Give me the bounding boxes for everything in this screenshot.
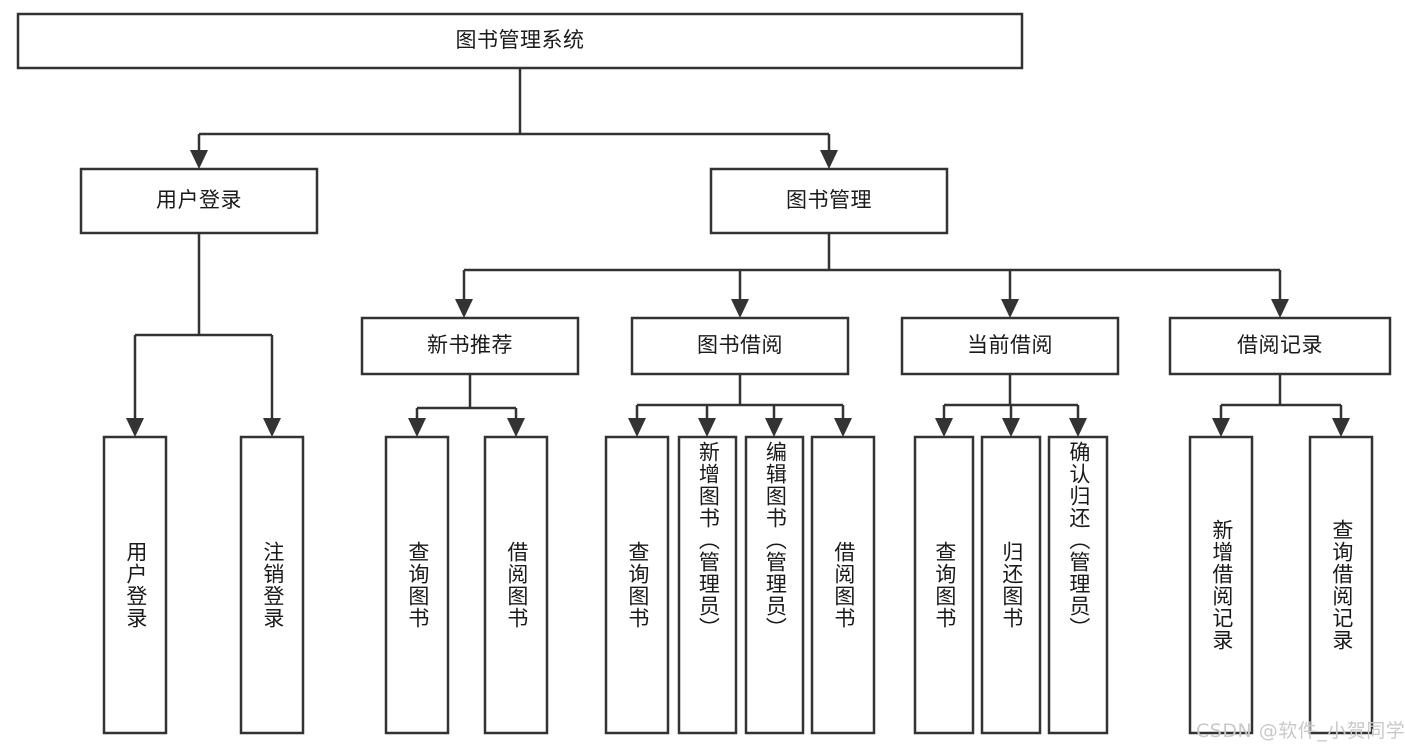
leaf-box-return-book[interactable] (980, 435, 1042, 735)
connector-book-management-to-level3 (455, 233, 1289, 318)
leaf-label-user-login: 用户登录 (123, 541, 148, 629)
arrow-head-icon (935, 418, 953, 437)
leaf-label-add-borrow-record: 新增借阅记录 (1209, 519, 1234, 651)
leaf-box-query-borrow-record[interactable] (1308, 435, 1374, 735)
arrow-head-icon (455, 299, 473, 318)
arrow-head-icon (698, 418, 716, 437)
arrow-head-icon (190, 150, 208, 169)
arrow-head-icon (1212, 418, 1230, 437)
connector-root-to-level2 (190, 68, 838, 169)
leaf-box-query-book-borrow[interactable] (604, 435, 670, 735)
leaf-box-borrow-book[interactable] (810, 435, 876, 735)
node-box-title[interactable] (16, 12, 1024, 70)
leaf-label-return-book: 归还图书 (999, 541, 1024, 629)
leaf-label-query-book-rec: 查询图书 (405, 541, 430, 629)
arrow-head-icon (1002, 418, 1020, 437)
arrow-head-icon (834, 418, 852, 437)
leaf-box-query-book-rec[interactable] (384, 435, 450, 735)
arrow-head-icon (731, 299, 749, 318)
leaf-label-query-book-current: 查询图书 (932, 541, 957, 629)
leaf-box-borrow-book-rec[interactable] (483, 435, 549, 735)
node-box-new-book-recommend[interactable] (360, 316, 580, 376)
leaf-box-query-book-current[interactable] (913, 435, 975, 735)
leaf-label-query-borrow-record: 查询借阅记录 (1329, 519, 1354, 651)
node-label-new-book-recommend: 新书推荐 (427, 333, 513, 358)
leaf-label-borrow-book: 借阅图书 (831, 541, 856, 629)
arrow-head-icon (1332, 418, 1350, 437)
leaf-box-add-book-admin[interactable] (677, 435, 738, 735)
connector-book-borrow-to-leaves (628, 374, 852, 437)
watermark-text: CSDN @软件_小贺同学 (1196, 720, 1405, 742)
node-label-user-login: 用户登录 (156, 188, 242, 213)
leaf-label-confirm-return-admin: 确认归还（管理员） (1066, 441, 1091, 639)
leaf-label-edit-book-admin: 编辑图书（管理员） (763, 441, 788, 639)
arrow-head-icon (628, 418, 646, 437)
leaf-label-borrow-book-rec: 借阅图书 (504, 541, 529, 629)
arrow-head-icon (263, 418, 281, 437)
node-label-book-borrow: 图书借阅 (697, 333, 783, 358)
connector-user-login-to-leaves (126, 233, 281, 437)
leaf-box-add-borrow-record[interactable] (1188, 435, 1254, 735)
leaf-label-add-book-admin: 新增图书（管理员） (696, 441, 721, 639)
connector-current-borrow-to-leaves (935, 374, 1087, 437)
connector-borrow-record-to-leaves (1212, 374, 1350, 437)
leaf-box-user-login[interactable] (102, 435, 168, 735)
arrow-head-icon (1001, 299, 1019, 318)
arrow-head-icon (507, 418, 525, 437)
leaf-box-confirm-return-admin[interactable] (1047, 435, 1109, 735)
leaf-box-logout[interactable] (239, 435, 305, 735)
leaf-label-query-book-borrow: 查询图书 (625, 541, 650, 629)
node-box-user-login[interactable] (79, 167, 319, 235)
arrow-head-icon (1271, 299, 1289, 318)
arrow-head-icon (126, 418, 144, 437)
node-box-current-borrow[interactable] (900, 316, 1120, 376)
arrow-head-icon (820, 150, 838, 169)
node-label-title: 图书管理系统 (455, 28, 585, 53)
arrow-head-icon (1069, 418, 1087, 437)
leaf-label-logout: 注销登录 (260, 541, 285, 629)
arrow-head-icon (408, 418, 426, 437)
node-label-book-management: 图书管理 (786, 188, 872, 213)
leaf-box-edit-book-admin[interactable] (744, 435, 805, 735)
connector-new-book-recommend-to-leaves (408, 374, 525, 437)
node-label-current-borrow: 当前借阅 (967, 333, 1053, 358)
node-label-borrow-record: 借阅记录 (1237, 333, 1323, 358)
arrow-head-icon (765, 418, 783, 437)
